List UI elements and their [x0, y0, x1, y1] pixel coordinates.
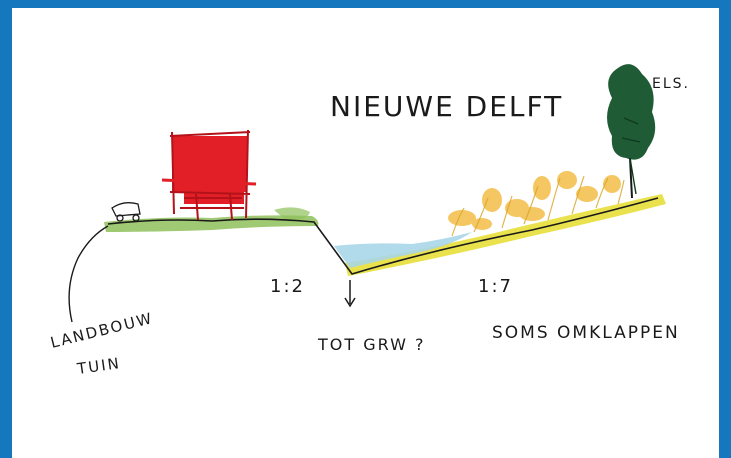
house	[162, 130, 256, 220]
section-sketch: NIEUWE DELFT ELS. 1:2 1:7 TOT GRW ? LAND…	[12, 8, 719, 458]
vehicle-sketch	[112, 203, 140, 221]
down-arrow-icon	[345, 280, 355, 306]
slope-right-label: 1:7	[478, 276, 513, 297]
drawing-title: NIEUWE DELFT	[330, 90, 563, 123]
path-label-line1: LANDBOUW	[49, 309, 156, 352]
note-label: SOMS OMKLAPPEN	[492, 323, 680, 343]
leader-line	[69, 226, 108, 322]
path-label-line2: TUIN	[75, 354, 122, 378]
ditch-label: TOT GRW ?	[317, 335, 426, 354]
slope-left-label: 1:2	[270, 276, 305, 297]
tree-label: ELS.	[652, 76, 690, 92]
sketch-frame: NIEUWE DELFT ELS. 1:2 1:7 TOT GRW ? LAND…	[12, 8, 719, 458]
